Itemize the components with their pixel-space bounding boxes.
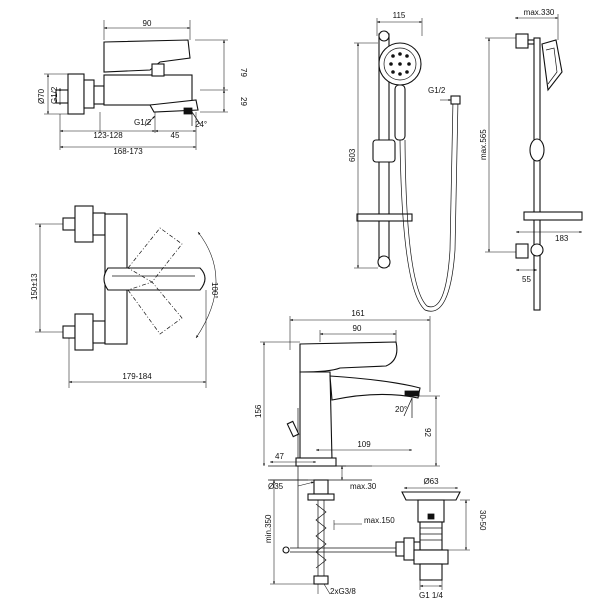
dim-top-depth: 179-184 [122,372,152,381]
dim-max-width: max.330 [524,8,555,17]
dim-basin-reach: 90 [353,324,362,333]
lever-handle [103,39,191,73]
waste-tail [419,563,443,581]
side-soap-dish [523,211,583,221]
aerator [183,107,193,115]
rail-top-cap [378,30,390,42]
bath-mixer-top-view: 100° 150±13 179-184 [30,205,219,388]
dim-spout-length: 45 [171,131,180,140]
dim-deck-thickness: max.30 [350,482,377,491]
top-flange-lower [74,313,94,351]
pull-rod-end [282,546,290,554]
dim-outlet-height: 92 [423,428,432,437]
shower-rail-side-view: max.330 max.565 183 55 [479,8,583,311]
waste-threaded-body [419,521,443,551]
dim-head-width: 115 [393,11,406,20]
dim-waste-range: 30-50 [478,510,487,531]
dim-hose-min: min.350 [264,514,273,543]
mounting-stem [313,479,329,495]
soap-dish [356,213,413,222]
side-shower-head [541,39,563,92]
dim-centres: 123-128 [93,131,123,140]
top-flange-upper [74,205,94,243]
dim-inlet-centres: 150±13 [30,273,39,300]
waste-lower-nut [413,549,449,565]
basin-mixer-body [299,371,333,461]
shower-set-front-view: 115 G1/2 [348,11,461,312]
dim-rail-height: max.565 [479,129,488,160]
hose-connector [313,575,329,585]
wall-bracket-top [515,33,529,49]
top-inlet-lower [62,325,76,339]
bracket-arm [527,39,535,45]
waste-valve-view: Ø63 30-50 G1 1/4 [395,477,487,600]
pop-up-knob [286,420,300,438]
basin-aerator [404,390,420,397]
dim-height-29: 29 [239,97,248,106]
dim-hole-diameter: Ø35 [268,482,284,491]
eccentric-nut [93,85,105,105]
dim-wall-thread: G1/2 [50,86,59,104]
hand-shower-handle [394,84,406,141]
side-rail-bar [533,37,541,311]
basin-lever-handle [299,341,398,373]
dim-rod-length: max.150 [364,516,395,525]
dim-overall-length: 168-173 [113,147,143,156]
waste-flange [401,491,461,501]
dim-waste-thread: G1 1/4 [419,591,444,600]
shower-nozzles [389,52,411,76]
mixer-body [103,74,193,106]
wall-flange [67,73,85,115]
dim-rod-offset: 47 [275,452,284,461]
dim-spout-reach: 109 [357,440,371,449]
diverter-knob [151,63,165,77]
dim-outlet-reach: 90 [143,19,152,28]
rail-bottom-bracket [377,255,391,269]
mounting-nut [307,493,335,501]
dim-basin-angle: 20° [395,405,407,414]
basin-spout [329,375,421,401]
wall-bracket-bottom [515,243,529,259]
dim-spout-thread: G1/2 [134,118,152,127]
side-bottom-knob [530,243,544,257]
ghost-lever-up [127,227,183,283]
top-lever-handle [103,267,206,291]
basin-mixer-view: 161 90 156 [254,309,440,596]
dim-bracket: 55 [522,275,531,284]
dim-set-height: 603 [348,148,357,162]
side-slider [529,138,545,162]
dim-hose-thread: 2xG3/8 [330,587,356,596]
dim-spout-angle: 24° [195,120,207,129]
dim-height-79: 79 [239,68,248,77]
dim-lever-angle: 100° [210,282,219,299]
dim-hose-thread: G1/2 [428,86,446,95]
slider-holder [372,139,396,163]
dim-basin-depth: 161 [351,309,365,318]
hose-nut [450,95,461,105]
top-nut-lower [92,320,106,344]
top-nut-upper [92,212,106,236]
waste-side-nut [403,537,415,561]
dim-waste-diameter: Ø63 [423,477,439,486]
top-inlet-upper [62,217,76,231]
ghost-lever-down [127,281,183,335]
bath-mixer-side-view: 90 Ø70 G1/2 79 29 G1/2 24° 123-128 45 16… [37,19,248,156]
dim-dish-arm: 183 [555,234,569,243]
plug-slot [427,513,435,520]
dim-basin-height: 156 [254,404,263,418]
dim-flange-diameter: Ø70 [37,88,46,104]
shower-hose [399,99,459,312]
connector-nut [83,79,95,109]
